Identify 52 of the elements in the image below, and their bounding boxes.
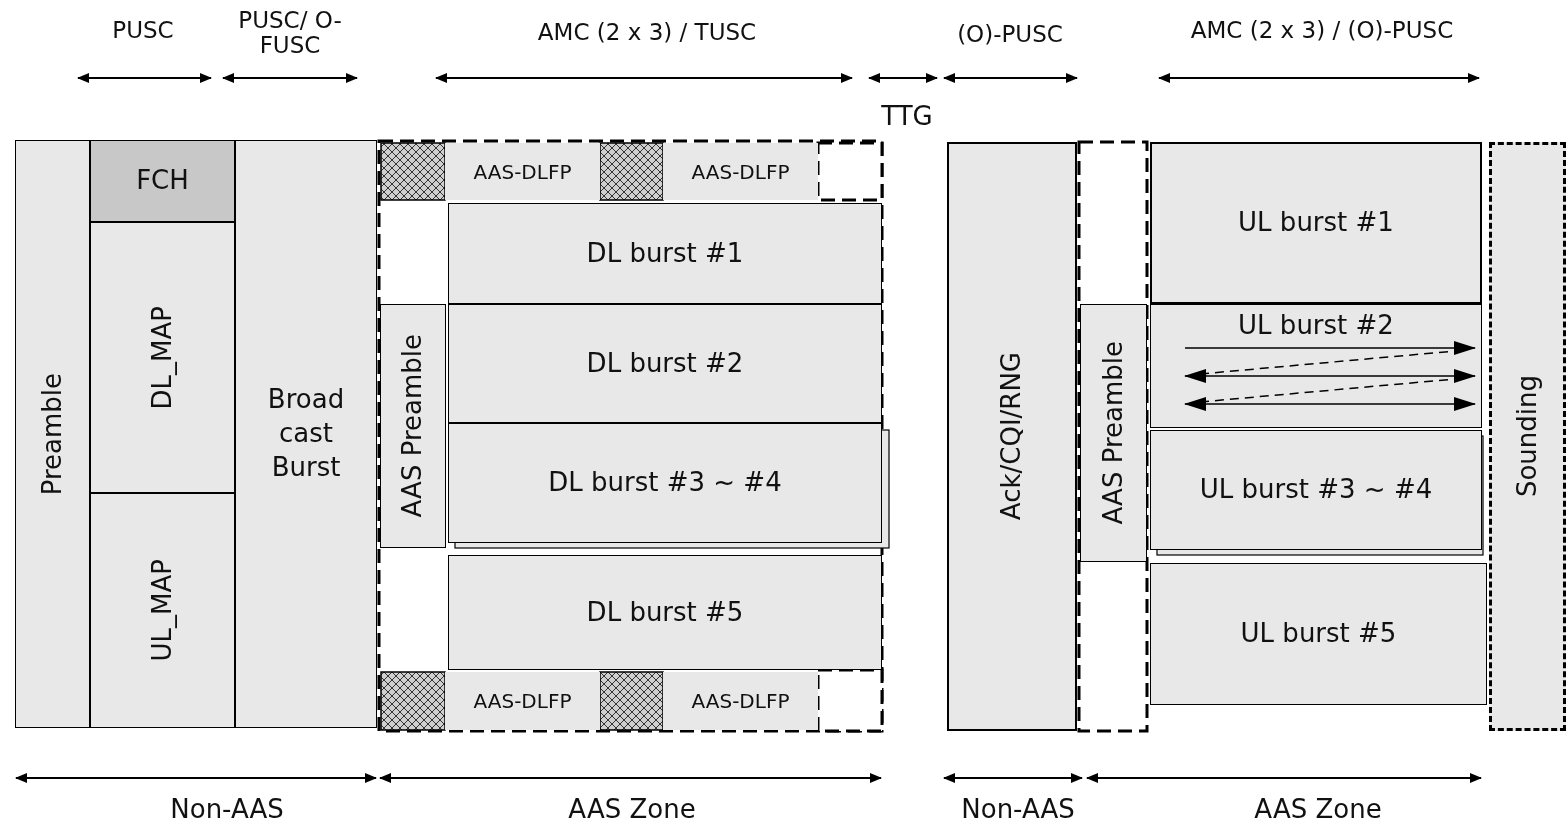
dlfp-cell [445, 672, 600, 730]
box-label: DL burst #1 [586, 236, 744, 270]
dlfp-cell [663, 672, 818, 730]
box-label: DL_MAP [145, 305, 178, 410]
sounding-box [1489, 142, 1566, 731]
dimension-label: Non-AAS [170, 795, 284, 824]
map-box [90, 222, 235, 493]
dimension-label: PUSC [112, 18, 174, 44]
box-label: AAS-DLFP [691, 158, 790, 185]
dimension-label: AMC (2 x 3) / TUSC [537, 20, 757, 46]
burst-box [448, 555, 882, 670]
box-label: UL burst #2 [1238, 309, 1394, 342]
box-label: Preamble [35, 372, 68, 496]
preamble-box [380, 304, 446, 548]
dimension-label: PUSC/ O-FUSC [237, 8, 343, 59]
dimension-label: Non-AAS [961, 795, 1075, 824]
box-label: AAS-DLFP [691, 688, 790, 714]
box-label: Broad cast Burst [266, 383, 346, 484]
box-label: AAS Preamble [396, 334, 429, 518]
box-label: Sounding [1510, 375, 1543, 498]
box-label: DL burst #5 [586, 595, 744, 629]
box-label: Ack/CQI/RNG [995, 352, 1028, 521]
box-label: AAS Preamble [1096, 341, 1129, 525]
burst-box [448, 423, 882, 543]
box-label: DL burst #2 [586, 346, 744, 380]
map-box [90, 493, 235, 728]
dimension-label: (O)-PUSC [957, 22, 1063, 48]
fch-box [90, 140, 235, 222]
box-label: UL burst #3 ~ #4 [1199, 473, 1433, 507]
box-label: FCH [136, 164, 189, 198]
dlfp-cell [663, 143, 818, 200]
burst-box [1150, 563, 1487, 705]
dimension-label: AAS Zone [1254, 795, 1382, 824]
dimension-label: AMC (2 x 3) / (O)-PUSC [1190, 18, 1454, 44]
burst-box [1150, 304, 1482, 428]
dlfp-cell [445, 143, 600, 200]
box-label: DL burst #3 ~ #4 [548, 466, 782, 500]
preamble-box [1080, 304, 1147, 562]
burst-box [448, 203, 882, 304]
box-label: UL_MAP [145, 559, 178, 662]
burst-box [1150, 142, 1482, 304]
burst-box [1150, 430, 1482, 550]
box-label: AAS-DLFP [473, 158, 572, 185]
box-label: UL burst #1 [1238, 206, 1394, 240]
burst-box [235, 140, 377, 728]
control-region-box [947, 142, 1077, 731]
dimension-label: TTG [881, 102, 933, 131]
dimension-label: AAS Zone [568, 795, 696, 824]
box-label: UL burst #5 [1240, 617, 1397, 651]
preamble-box [15, 140, 90, 728]
box-label: AAS-DLFP [473, 688, 572, 714]
burst-box [448, 304, 882, 423]
